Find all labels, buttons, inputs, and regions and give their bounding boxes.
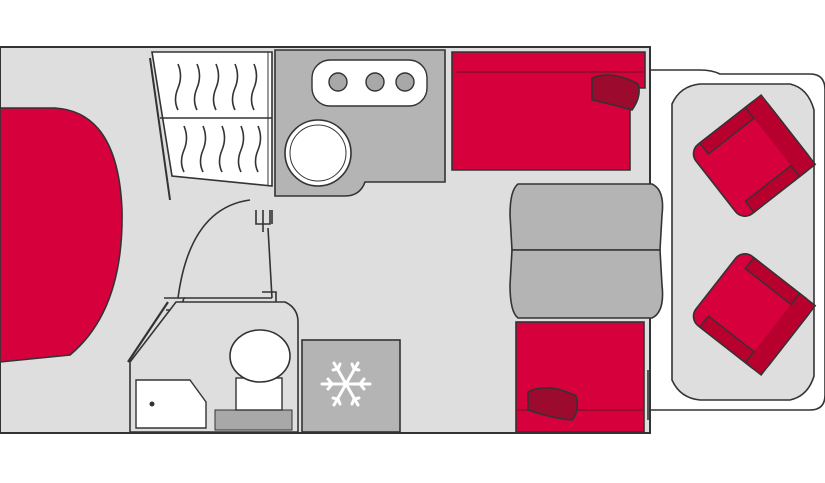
door-swing-icon <box>177 199 251 299</box>
cushion-icon <box>591 74 640 111</box>
cushion-icon <box>527 387 579 421</box>
dining-table <box>509 183 664 319</box>
snowflake-icon <box>320 361 372 407</box>
side-sofa-front <box>451 51 646 171</box>
stove-burner-icon <box>328 72 348 92</box>
stove-burner-icon <box>395 72 415 92</box>
rear-bed <box>0 107 123 363</box>
driver-seat <box>692 94 817 217</box>
side-sofa-rear <box>515 321 645 433</box>
shower-tray-icon <box>135 379 207 429</box>
fridge <box>301 339 401 433</box>
passenger-seat <box>692 253 817 376</box>
toilet-icon <box>229 329 291 411</box>
stove-burner-icon <box>365 72 385 92</box>
wardrobe-cabinet <box>149 51 273 201</box>
hanger-rail <box>174 63 262 173</box>
bathroom <box>127 301 299 433</box>
kitchen-counter <box>274 49 446 197</box>
sink-basin-icon <box>284 119 352 187</box>
